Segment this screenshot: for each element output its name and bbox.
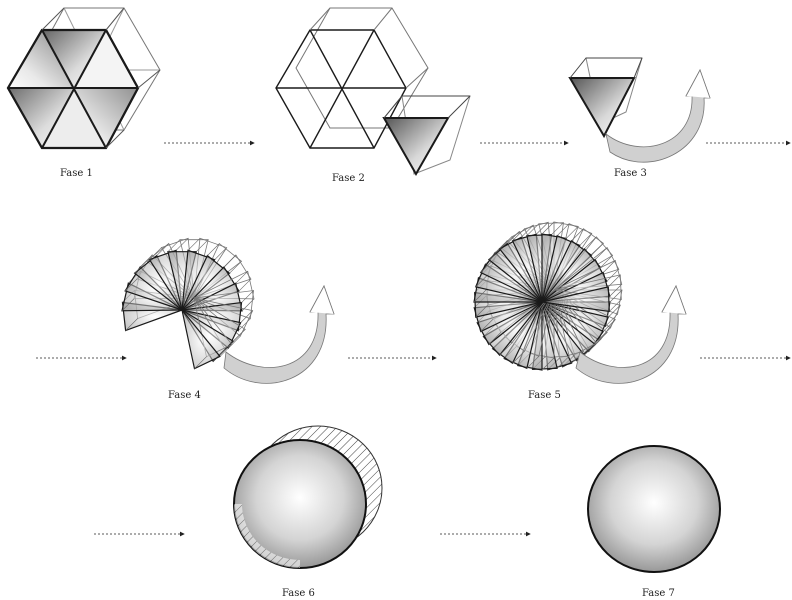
phase-1: Fase 1 (8, 8, 160, 179)
phase-6-label: Fase 6 (282, 588, 315, 599)
fan-connector (207, 244, 219, 256)
phase-7: Fase 7 (588, 446, 720, 599)
phase-7-label: Fase 7 (642, 588, 675, 599)
phase-1-label: Fase 1 (60, 168, 93, 179)
phase-5: Fase 5 (474, 222, 686, 401)
fan-connector (229, 261, 241, 273)
phase-2-label: Fase 2 (332, 173, 365, 184)
phase-6: Fase 6 (234, 426, 382, 599)
fan-connector (236, 271, 248, 283)
fan-connector (188, 238, 200, 250)
fan-connector (572, 229, 584, 241)
phase-3: Fase 3 (570, 58, 710, 179)
phase-2: Fase 2 (276, 8, 470, 184)
phase-4-label: Fase 4 (168, 390, 201, 401)
phase-3-label: Fase 3 (614, 168, 647, 179)
fan-connector (224, 255, 236, 267)
phase-5-label: Fase 5 (528, 390, 561, 401)
phase-4: Fase 4 (122, 238, 334, 401)
